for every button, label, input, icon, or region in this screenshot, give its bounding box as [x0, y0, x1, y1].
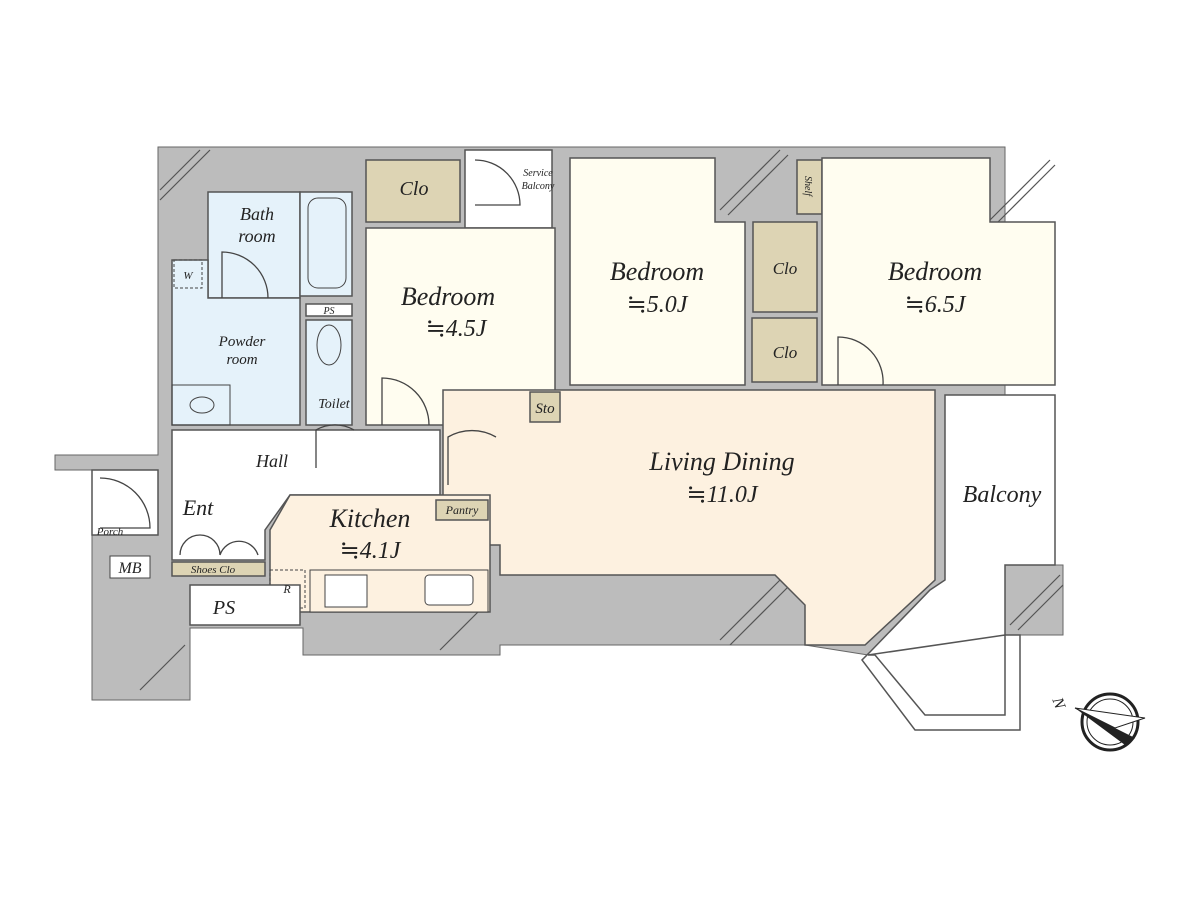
bedroom-6-5: [821, 157, 1056, 386]
label-bedroom-3-size: ≒6.5J: [905, 292, 967, 318]
label-bath: Bath: [240, 204, 274, 224]
label-shoes-closet: Shoes Clo: [191, 564, 236, 576]
closet-b: [751, 317, 818, 383]
bathtub-icon: [307, 197, 347, 289]
label-living-dining: Living Dining: [648, 447, 794, 476]
doors: [99, 159, 884, 556]
closet-top: [365, 159, 461, 223]
label-ps: PS: [212, 597, 235, 619]
room-labels: Bath room Powder room Toilet PS W Clo Se…: [96, 168, 1042, 619]
shelf: [796, 159, 823, 215]
label-bedroom-2: Bedroom: [610, 257, 704, 286]
label-meter-box: MB: [117, 560, 141, 577]
pipe-space-ps: [189, 584, 301, 626]
shoes-closet: [171, 561, 266, 577]
meter-box: [109, 555, 151, 579]
balcony-bay: [867, 634, 1006, 716]
bathroom: [207, 191, 301, 299]
sink-icon: [189, 396, 215, 414]
label-bedroom-1-size: ≒4.5J: [426, 316, 488, 342]
label-closet-a: Clo: [773, 259, 798, 278]
compass-north-label: N: [1048, 694, 1068, 712]
label-bath-2: room: [238, 226, 275, 246]
label-living-size: ≒11.0J: [687, 482, 759, 508]
compass-icon: N: [1048, 692, 1146, 752]
closet-a: [752, 221, 818, 313]
label-washer: W: [183, 270, 193, 282]
label-kitchen-size: ≒4.1J: [340, 538, 402, 564]
label-powder-2: room: [226, 352, 257, 368]
label-fridge: R: [282, 582, 291, 596]
wall-hatching: [139, 149, 1064, 691]
stove-icon: [324, 574, 368, 608]
label-powder: Powder: [218, 334, 266, 350]
balcony: [861, 394, 1056, 731]
label-service: Service: [523, 168, 553, 179]
pantry: [435, 499, 489, 521]
label-toilet: Toilet: [318, 397, 350, 412]
pipe-space: [305, 303, 353, 317]
label-kitchen: Kitchen: [329, 504, 411, 533]
label-closet-top: Clo: [400, 178, 429, 200]
label-service-2: Balcony: [522, 181, 555, 192]
vanity: [171, 384, 231, 426]
toilet-room: [305, 319, 353, 426]
label-storage: Sto: [535, 401, 555, 417]
label-pantry: Pantry: [445, 503, 479, 517]
service-balcony: [464, 149, 553, 229]
bathtub-area: [299, 191, 353, 297]
label-hall: Hall: [255, 451, 288, 471]
label-balcony: Balcony: [963, 482, 1042, 508]
porch: [91, 469, 159, 536]
bedroom-5-0: [569, 157, 746, 386]
toilet-icon: [316, 324, 342, 366]
washer-space: [173, 259, 203, 289]
kitchen-sink-icon: [424, 574, 474, 606]
label-bedroom-3: Bedroom: [888, 257, 982, 286]
label-porch: Porch: [96, 526, 124, 538]
label-shelf: Shelf: [802, 176, 813, 197]
label-closet-b: Clo: [773, 343, 798, 362]
label-bedroom-1: Bedroom: [401, 282, 495, 311]
label-ps-small: PS: [322, 306, 334, 317]
label-entrance: Ent: [182, 495, 214, 520]
label-bedroom-2-size: ≒5.0J: [627, 292, 689, 318]
storage: [529, 391, 561, 423]
